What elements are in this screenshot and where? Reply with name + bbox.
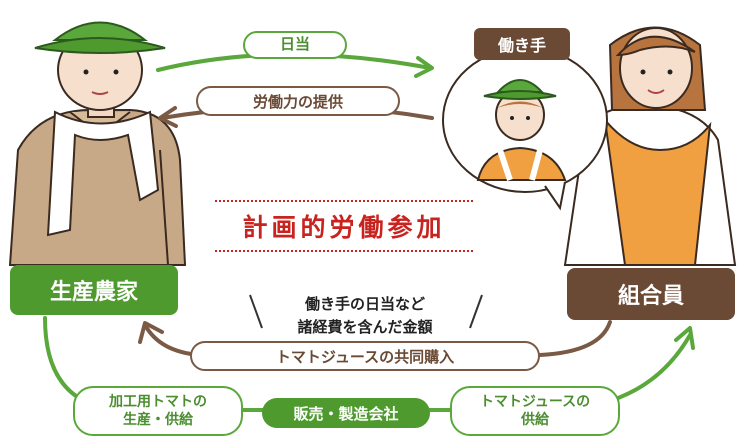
farmer-node: 生産農家 (10, 265, 178, 315)
joint-purchase-arrow (143, 320, 612, 357)
worker-thought-bubble (442, 47, 608, 211)
tomato-production-label: 加工用トマトの 生産・供給 (73, 386, 243, 436)
juice-supply-label: トマトジュースの 供給 (450, 386, 620, 436)
worker-badge: 働き手 (474, 28, 570, 60)
company-node: 販売・製造会社 (262, 398, 430, 428)
cost-note: 働き手の日当など 諸経費を含んだ金額 (297, 295, 433, 337)
member-node: 組合員 (567, 268, 735, 320)
farmer-illustration (8, 21, 187, 266)
center-title: 計画的労働参加 (215, 200, 473, 252)
labor-provision-label: 労働力の提供 (196, 86, 400, 116)
joint-purchase-label: トマトジュースの共同購入 (190, 341, 540, 371)
daily-wage-label: 日当 (243, 31, 347, 59)
